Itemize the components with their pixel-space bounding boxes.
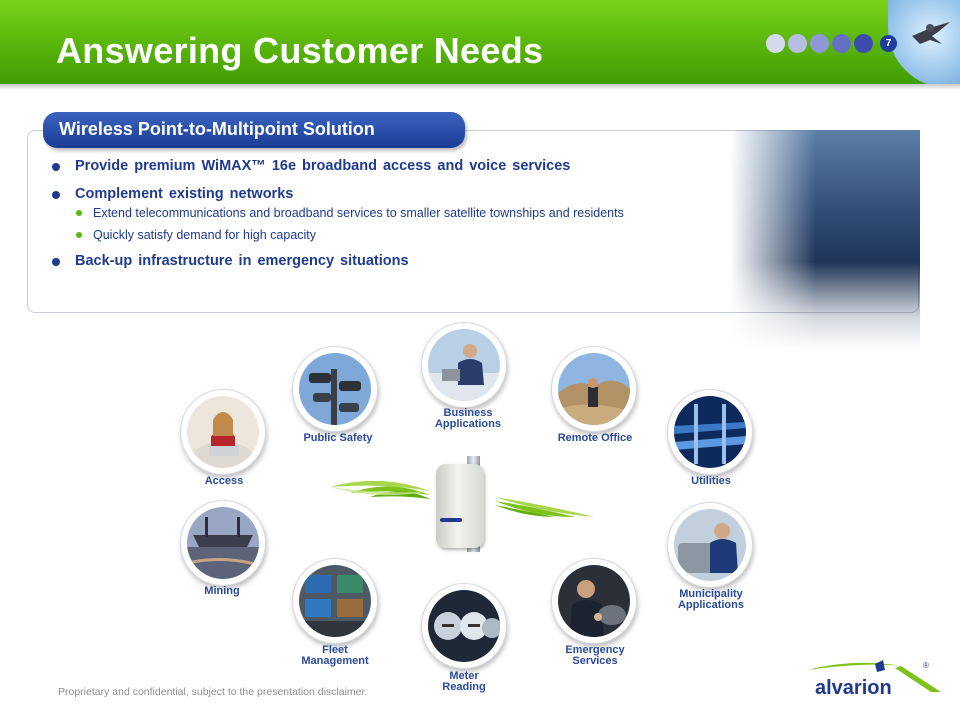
section-title: Wireless Point-to-Multipoint Solution: [43, 112, 465, 148]
progress-dot: [832, 34, 851, 53]
signal-waves: [330, 480, 595, 517]
bullet-item: Provide premium WiMAX™ 16e broadband acc…: [50, 158, 624, 174]
alvarion-logo: alvarion ®: [807, 660, 941, 699]
emergency-label-line: Emergency: [565, 644, 625, 656]
meter-label-line: Reading: [442, 681, 486, 693]
access-label: Access: [204, 475, 244, 487]
emergency-photo: [558, 565, 630, 637]
business-label: Business Applications: [408, 408, 528, 430]
page-title: Answering Customer Needs: [56, 30, 544, 71]
municipality-label: Municipality Applications: [651, 589, 771, 611]
meter-reading-circle[interactable]: [421, 583, 507, 669]
sub-bullet-item: Extend telecommunications and broadband …: [50, 206, 624, 220]
logo-wordmark: alvarion: [815, 677, 892, 699]
meter-reading-label: Meter Reading: [404, 671, 524, 693]
public-safety-circle[interactable]: [292, 346, 378, 432]
page-number: 7: [880, 35, 897, 52]
access-circle[interactable]: [180, 389, 266, 475]
right-waves: [495, 497, 595, 517]
utilities-circle[interactable]: [667, 389, 753, 475]
mining-photo: [187, 507, 259, 579]
footer-disclaimer: Proprietary and confidential, subject to…: [58, 686, 368, 698]
emergency-circle[interactable]: [551, 558, 637, 644]
remote-office-label: Remote Office: [557, 432, 633, 444]
fleet-label-line: Management: [301, 655, 369, 667]
access-photo: [187, 396, 259, 468]
business-label-line: Applications: [434, 418, 501, 430]
business-label-line: Business: [443, 407, 493, 419]
fleet-label-line: Fleet: [322, 644, 348, 656]
remote-office-circle[interactable]: [551, 346, 637, 432]
bullet-item: Complement existing networks: [50, 186, 624, 202]
emergency-label-line: Services: [572, 655, 618, 667]
header-shadow: [0, 84, 960, 90]
remote-office-photo: [558, 353, 630, 425]
skydiver-image: [912, 22, 950, 44]
fleet-circle[interactable]: [292, 558, 378, 644]
business-photo: [428, 329, 500, 401]
progress-dot: [854, 34, 873, 53]
meter-reading-photo: [428, 590, 500, 662]
antenna-logo-icon: [440, 518, 462, 522]
progress-dot: [766, 34, 785, 53]
header-bar: Answering Customer Needs 7: [0, 0, 960, 88]
public-safety-label: Public Safety: [303, 432, 373, 444]
municipality-label-line: Applications: [677, 599, 744, 611]
business-circle[interactable]: [421, 322, 507, 408]
municipality-photo: [674, 509, 746, 581]
mining-circle[interactable]: [180, 500, 266, 586]
bullet-item: Back-up infrastructure in emergency situ…: [50, 253, 624, 269]
fleet-photo: [299, 565, 371, 637]
public-safety-photo: [299, 353, 371, 425]
left-waves: [330, 480, 430, 499]
municipality-circle[interactable]: [667, 502, 753, 588]
bullet-list: Provide premium WiMAX™ 16e broadband acc…: [50, 158, 624, 269]
emergency-label: Emergency Services: [535, 645, 655, 667]
municipality-label-line: Municipality: [679, 588, 743, 600]
logo-registered-mark: ®: [923, 661, 929, 670]
fleet-label: Fleet Management: [275, 645, 395, 667]
sub-bullet-item: Quickly satisfy demand for high capacity: [50, 228, 624, 242]
progress-dot: [788, 34, 807, 53]
progress-dots: [766, 34, 873, 53]
utilities-photo: [674, 396, 746, 468]
meter-label-line: Meter: [449, 670, 479, 682]
progress-dot: [810, 34, 829, 53]
city-night-image: [730, 130, 920, 350]
utilities-label: Utilities: [691, 475, 731, 487]
base-station-antenna: [436, 464, 484, 548]
mining-label: Mining: [204, 585, 240, 597]
